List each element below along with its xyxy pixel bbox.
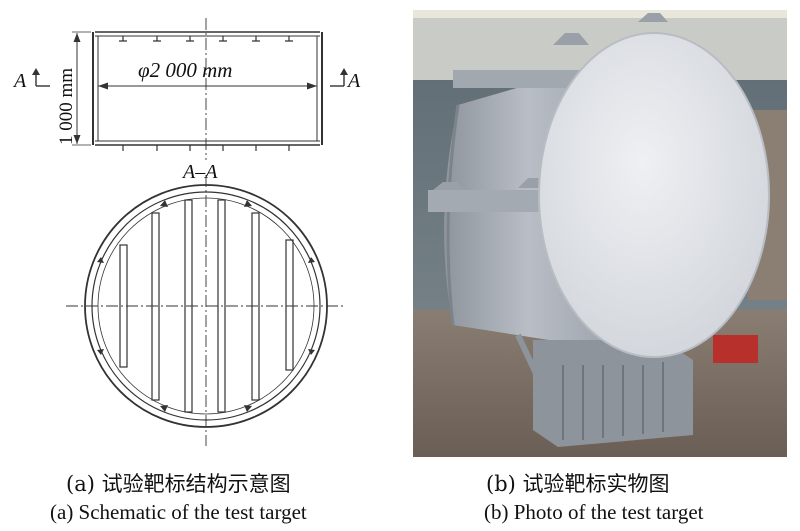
diameter-label: φ2 000 mm [138,58,232,82]
caption-b-cn: (b) 试验靶标实物图 [486,472,670,496]
section-marker-right: A [330,68,361,92]
target-photo [413,10,787,457]
section-title: A–A [181,161,218,183]
section-view [66,175,346,446]
target-stand [515,333,758,447]
height-dimension: 1 000 mm [56,31,91,146]
section-left-label: A [12,70,27,92]
schematic-diagram: φ2 000 mm 1 000 mm A A A–A [12,18,361,446]
diameter-dimension: φ2 000 mm [98,58,317,90]
caption-a-en: (a) Schematic of the test target [50,500,307,524]
height-label: 1 000 mm [56,68,77,145]
section-marker-left: A [12,68,50,92]
section-right-label: A [346,70,361,92]
target-face [538,32,770,358]
caption-a-cn: (a) 试验靶标结构示意图 [66,472,291,496]
caption-b-en: (b) Photo of the test target [484,500,704,524]
red-generator [713,335,758,363]
side-view [92,18,323,160]
